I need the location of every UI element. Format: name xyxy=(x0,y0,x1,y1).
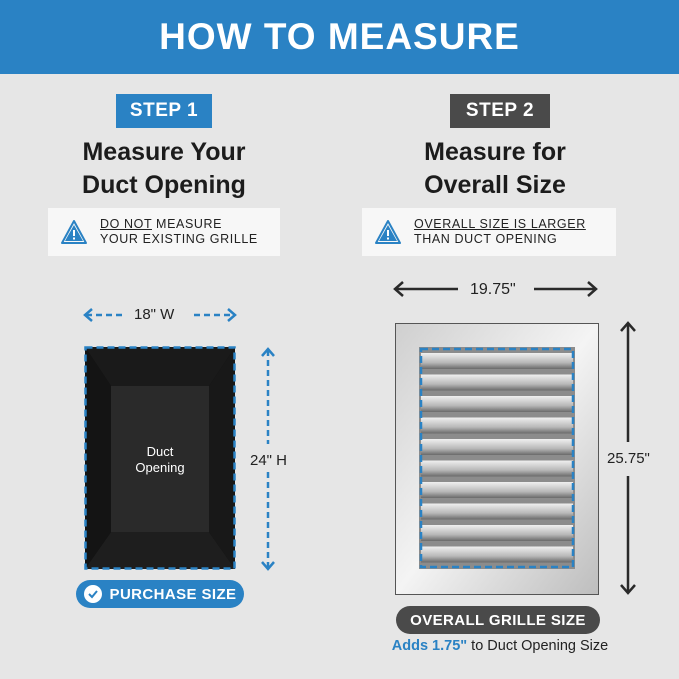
step1-heading-line2: Duct Opening xyxy=(82,171,246,199)
step2-badge: STEP 2 xyxy=(450,94,550,128)
step2-width-label: 19.75" xyxy=(470,281,516,298)
adds-note-emphasis: Adds 1.75" xyxy=(391,638,468,654)
adds-note-rest: to Duct Opening Size xyxy=(467,638,609,654)
overall-grille-size-badge: OVERALL GRILLE SIZE xyxy=(396,606,600,634)
warning-emphasis: DO NOT xyxy=(100,217,152,231)
warning-line2: YOUR EXISTING GRILLE xyxy=(100,232,258,246)
step2-height-label: 25.75" xyxy=(607,450,650,467)
grille-slat xyxy=(421,396,573,412)
step1-heading: Measure Your Duct Opening xyxy=(24,136,304,202)
width-arrow-icon xyxy=(83,308,237,322)
grille-slat xyxy=(421,503,573,520)
purchase-size-label: PURCHASE SIZE xyxy=(109,585,237,603)
adds-note: Adds 1.75" to Duct Opening Size xyxy=(340,638,660,654)
grille-slat xyxy=(421,460,573,477)
step1-height-label: 24" H xyxy=(250,452,288,469)
banner-title: HOW TO MEASURE xyxy=(159,16,520,57)
duct-opening-label: Duct Opening xyxy=(110,444,210,476)
warning-line1-rest: MEASURE xyxy=(151,217,223,231)
check-circle-icon xyxy=(83,585,102,603)
warning-triangle-icon xyxy=(61,220,87,244)
warning-line1: OVERALL SIZE IS LARGER xyxy=(414,217,586,231)
grille-slat xyxy=(421,417,573,434)
grille-slat xyxy=(421,546,573,563)
step1-warning: DO NOT MEASURE YOUR EXISTING GRILLE xyxy=(48,208,280,256)
duct-opening-illustration xyxy=(84,346,236,570)
duct-label-line1: Duct xyxy=(146,444,174,459)
overall-height-arrow-icon xyxy=(620,321,636,595)
duct-label-line2: Opening xyxy=(135,460,185,475)
grille-slat xyxy=(421,482,573,498)
purchase-size-badge: PURCHASE SIZE xyxy=(76,580,244,608)
grille-slat xyxy=(421,374,573,391)
step2-warning: OVERALL SIZE IS LARGER THAN DUCT OPENING xyxy=(362,208,616,256)
step2-heading-line2: Overall Size xyxy=(424,171,566,199)
warning-line2: THAN DUCT OPENING xyxy=(414,232,558,246)
grille-slat xyxy=(421,439,573,455)
overall-grille-size-label: OVERALL GRILLE SIZE xyxy=(410,611,586,629)
page-banner: HOW TO MEASURE xyxy=(0,0,679,74)
step2-heading-line1: Measure for xyxy=(424,138,566,166)
grille-slat xyxy=(421,525,573,541)
step1-width-label: 18" W xyxy=(134,306,175,323)
height-arrow-icon xyxy=(261,347,275,571)
warning-triangle-icon xyxy=(375,220,401,244)
step2-warning-text: OVERALL SIZE IS LARGER THAN DUCT OPENING xyxy=(414,217,586,247)
step1-badge: STEP 1 xyxy=(116,94,212,128)
grille-illustration xyxy=(395,323,599,595)
step2-heading: Measure for Overall Size xyxy=(355,136,635,202)
step1-heading-line1: Measure Your xyxy=(82,138,246,166)
overall-width-arrow-icon xyxy=(393,281,598,297)
grille-slat xyxy=(421,353,573,369)
step1-warning-text: DO NOT MEASURE YOUR EXISTING GRILLE xyxy=(100,217,258,247)
